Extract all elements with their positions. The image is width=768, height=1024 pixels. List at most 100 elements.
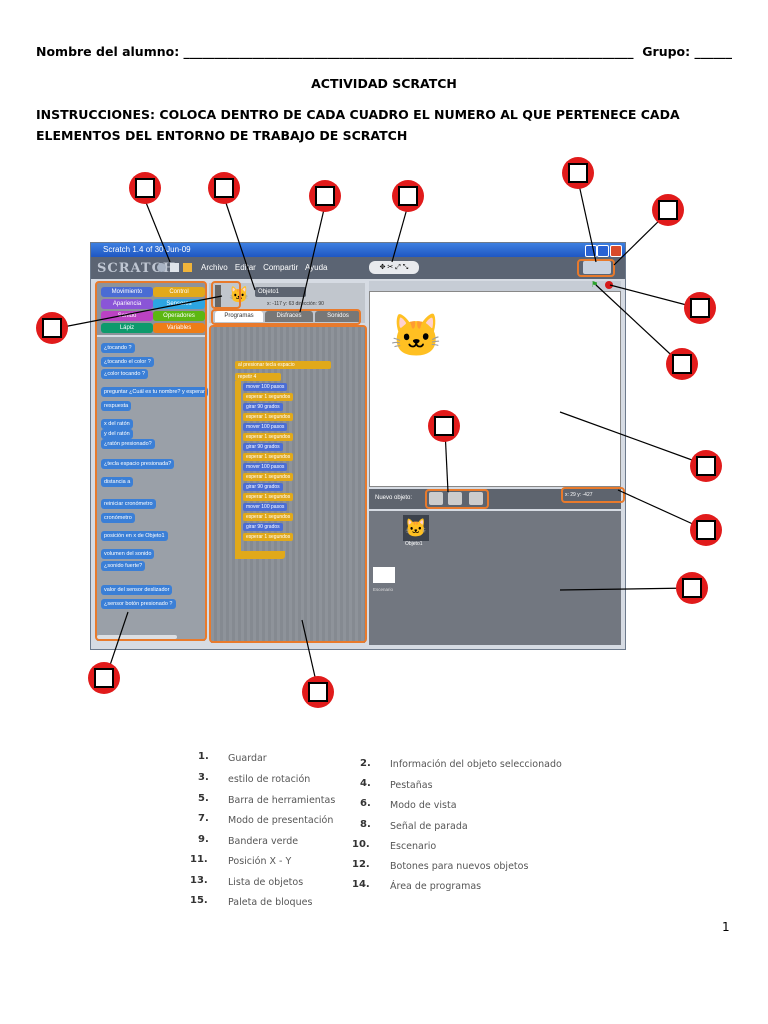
green-flag-icon: ⚑ xyxy=(591,280,599,289)
legend-label: estilo de rotación xyxy=(228,774,311,785)
tabs: Programas Disfraces Sonidos xyxy=(215,311,365,323)
script-block: mover 100 pasos xyxy=(243,463,288,471)
answer-box[interactable] xyxy=(690,298,710,318)
answer-box[interactable] xyxy=(214,178,234,198)
palette-highlight xyxy=(95,281,207,641)
legend-number: 3. xyxy=(198,772,209,783)
student-name-label: Nombre del alumno: _____________________… xyxy=(36,44,634,59)
legend-label: Modo de vista xyxy=(390,800,457,811)
palette-block: valor del sensor deslizador xyxy=(101,585,173,595)
xy-highlight xyxy=(561,487,625,503)
view-mode-buttons xyxy=(583,261,611,274)
repeat-c-arm xyxy=(235,381,241,559)
sprite-thumbnail: 🐱 xyxy=(403,515,429,541)
random-sprite-button xyxy=(469,492,483,505)
category-apariencia: Apariencia xyxy=(101,299,153,309)
stage-thumbnail-label: Escenario xyxy=(373,587,394,592)
category-variables: Variables xyxy=(153,323,205,333)
palette-block: x del ratón xyxy=(101,419,133,429)
legend-label: Escenario xyxy=(390,841,437,852)
paint-sprite-button xyxy=(429,492,443,505)
page-title: ACTIVIDAD SCRATCH xyxy=(311,76,457,91)
legend-label: Bandera verde xyxy=(228,836,299,847)
category-sonido: Sonido xyxy=(101,311,153,321)
rotation-style-icon xyxy=(215,285,221,307)
palette-block: ¿tocando ? xyxy=(101,343,135,353)
palette-block: ¿tecla espacio presionada? xyxy=(101,459,175,469)
palette-scrollbar xyxy=(97,635,177,639)
script-block: esperar 1 segundos xyxy=(243,433,294,441)
legend-label: Posición X - Y xyxy=(228,856,292,867)
cat-sprite-icon: 🐱 xyxy=(229,287,249,304)
answer-box[interactable] xyxy=(42,318,62,338)
legend-label: Paleta de bloques xyxy=(228,897,313,908)
menu-items: Archivo Editar Compartir Ayuda xyxy=(201,263,333,272)
student-header: Nombre del alumno: _____________________… xyxy=(36,44,732,59)
script-block: girar 90 grados xyxy=(243,443,283,451)
instructions: INSTRUCCIONES: COLOCA DENTRO DE CADA CUA… xyxy=(36,107,680,143)
stop-sign-icon xyxy=(605,281,613,289)
legend-number: 4. xyxy=(360,778,371,789)
legend-number: 1. xyxy=(198,751,209,762)
script-block: esperar 1 segundos xyxy=(243,533,294,541)
legend-number: 11. xyxy=(190,854,208,865)
stage: 🐱 xyxy=(369,291,621,487)
sprite-name: Objeto1 xyxy=(255,287,306,297)
legend-label: Información del objeto seleccionado xyxy=(390,759,562,770)
sprite-info: x: -117 y: 63 dirección: 90 xyxy=(267,301,324,307)
globe-icon xyxy=(157,263,166,272)
answer-box[interactable] xyxy=(568,163,588,183)
legend-label: Lista de objetos xyxy=(228,877,304,888)
answer-box[interactable] xyxy=(696,520,716,540)
answer-box[interactable] xyxy=(94,668,114,688)
scripts-highlight xyxy=(209,325,367,643)
scratch-logo: SCRATCH xyxy=(97,261,177,276)
palette-block: distancia a xyxy=(101,477,134,487)
new-sprite-label: Nuevo objeto: xyxy=(375,495,413,501)
answer-box[interactable] xyxy=(672,354,692,374)
category-control: Control xyxy=(153,287,205,297)
answer-box[interactable] xyxy=(398,186,418,206)
legend-number: 5. xyxy=(198,793,209,804)
script-block: esperar 1 segundos xyxy=(243,473,294,481)
palette-block: preguntar ¿Cuál es tu nombre? y esperar xyxy=(101,387,208,397)
palette-block: ¿color tocando ? xyxy=(101,369,148,379)
legend-label: Botones para nuevos objetos xyxy=(390,861,529,872)
cat-sprite-icon: 🐱 xyxy=(390,312,443,359)
choose-sprite-button xyxy=(448,492,462,505)
script-block: girar 90 grados xyxy=(243,483,283,491)
answer-box[interactable] xyxy=(682,578,702,598)
palette-block: y del ratón xyxy=(101,429,133,439)
script-block: repetir 4 xyxy=(235,373,281,381)
palette-block: reiniciar cronómetro xyxy=(101,499,156,509)
scratch-screenshot: Scratch 1.4 of 30-Jun-09 SCRATCH Archivo… xyxy=(90,242,626,650)
legend-number: 14. xyxy=(352,879,370,890)
group-label: Grupo: ______ xyxy=(642,44,732,59)
answer-box[interactable] xyxy=(696,456,716,476)
palette-block: ¿ratón presionado? xyxy=(101,439,155,449)
xy-readout: x: 29 y: -427 xyxy=(565,492,593,498)
answer-box[interactable] xyxy=(315,186,335,206)
repeat-c-bottom xyxy=(235,551,285,559)
script-block: girar 90 grados xyxy=(243,403,283,411)
palette-block: ¿sensor botón presionado ? xyxy=(101,599,176,609)
category-operadores: Operadores xyxy=(153,311,205,321)
legend-number: 13. xyxy=(190,875,208,886)
palette-block: volumen del sonido xyxy=(101,549,155,559)
script-block: esperar 1 segundos xyxy=(243,453,294,461)
answer-box[interactable] xyxy=(658,200,678,220)
answer-box[interactable] xyxy=(434,416,454,436)
script-block: esperar 1 segundos xyxy=(243,513,294,521)
script-block: mover 100 pasos xyxy=(243,423,288,431)
menu-editar: Editar xyxy=(234,263,256,272)
legend-number: 15. xyxy=(190,895,208,906)
tab-programas: Programas xyxy=(215,311,263,322)
legend-number: 6. xyxy=(360,798,371,809)
answer-box[interactable] xyxy=(308,682,328,702)
tabs-highlight xyxy=(211,309,361,325)
stage-top-bar xyxy=(369,281,621,291)
rotation-highlight xyxy=(211,281,241,309)
legend-number: 8. xyxy=(360,819,371,830)
answer-box[interactable] xyxy=(135,178,155,198)
